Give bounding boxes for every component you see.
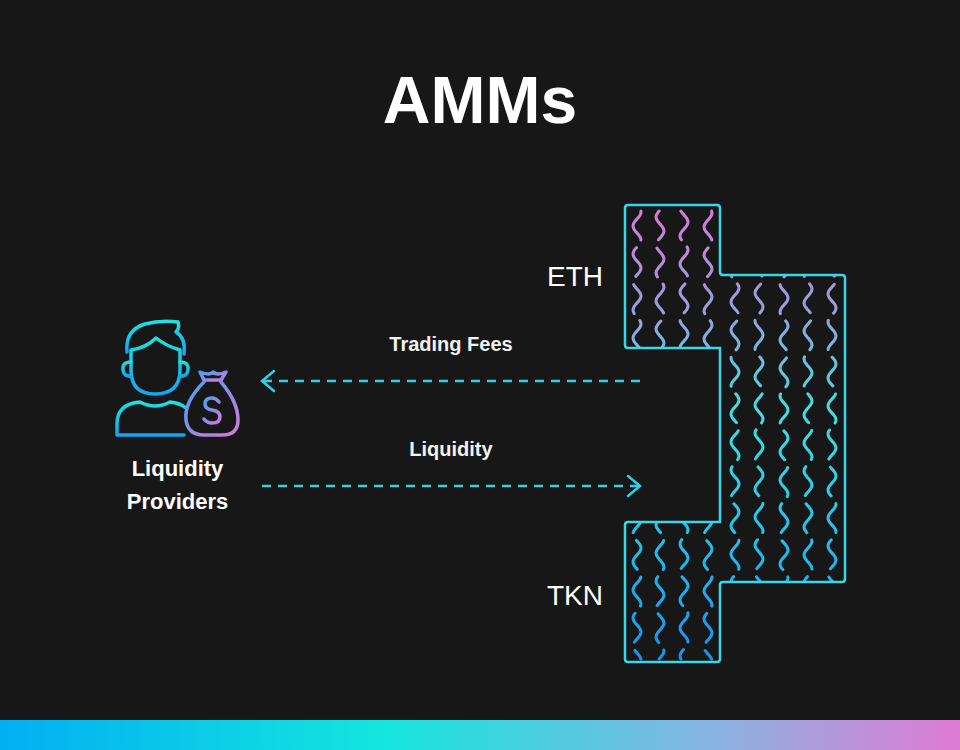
flow-arrow [262, 476, 640, 496]
pool-shape [625, 205, 845, 663]
wave-stroke [680, 211, 688, 659]
face [131, 338, 180, 394]
wave-stroke [704, 211, 712, 659]
wave-stroke [656, 211, 664, 659]
node-label: Liquidity Providers [100, 310, 255, 518]
wave-stroke [780, 211, 788, 659]
person-icon [100, 310, 255, 445]
edge-label: Liquidity [403, 435, 498, 463]
shoulders [117, 402, 186, 435]
wave-stroke [755, 211, 763, 659]
wave-stroke [633, 211, 641, 659]
flow-arrow [262, 371, 640, 391]
liquidity-pool: ETHTKN [625, 205, 845, 663]
ear [123, 362, 131, 376]
money-bag [186, 372, 238, 435]
edge-label: Trading Fees [383, 330, 518, 358]
gradient-bar [0, 720, 960, 750]
title: AMMs [0, 60, 960, 140]
ear [180, 362, 188, 376]
wave-stroke [828, 211, 836, 659]
pool-outline [625, 205, 845, 662]
dashed-line [262, 485, 640, 488]
wave-stroke [804, 211, 812, 659]
arrowhead [262, 371, 274, 391]
token-label: TKN [547, 579, 603, 613]
wave-stroke [731, 211, 739, 659]
liquidity-provider: Liquidity Providers [100, 310, 255, 518]
arrowhead [628, 476, 640, 496]
token-label: ETH [547, 260, 603, 294]
dashed-line [262, 380, 640, 383]
liquidity-waves [633, 211, 836, 659]
